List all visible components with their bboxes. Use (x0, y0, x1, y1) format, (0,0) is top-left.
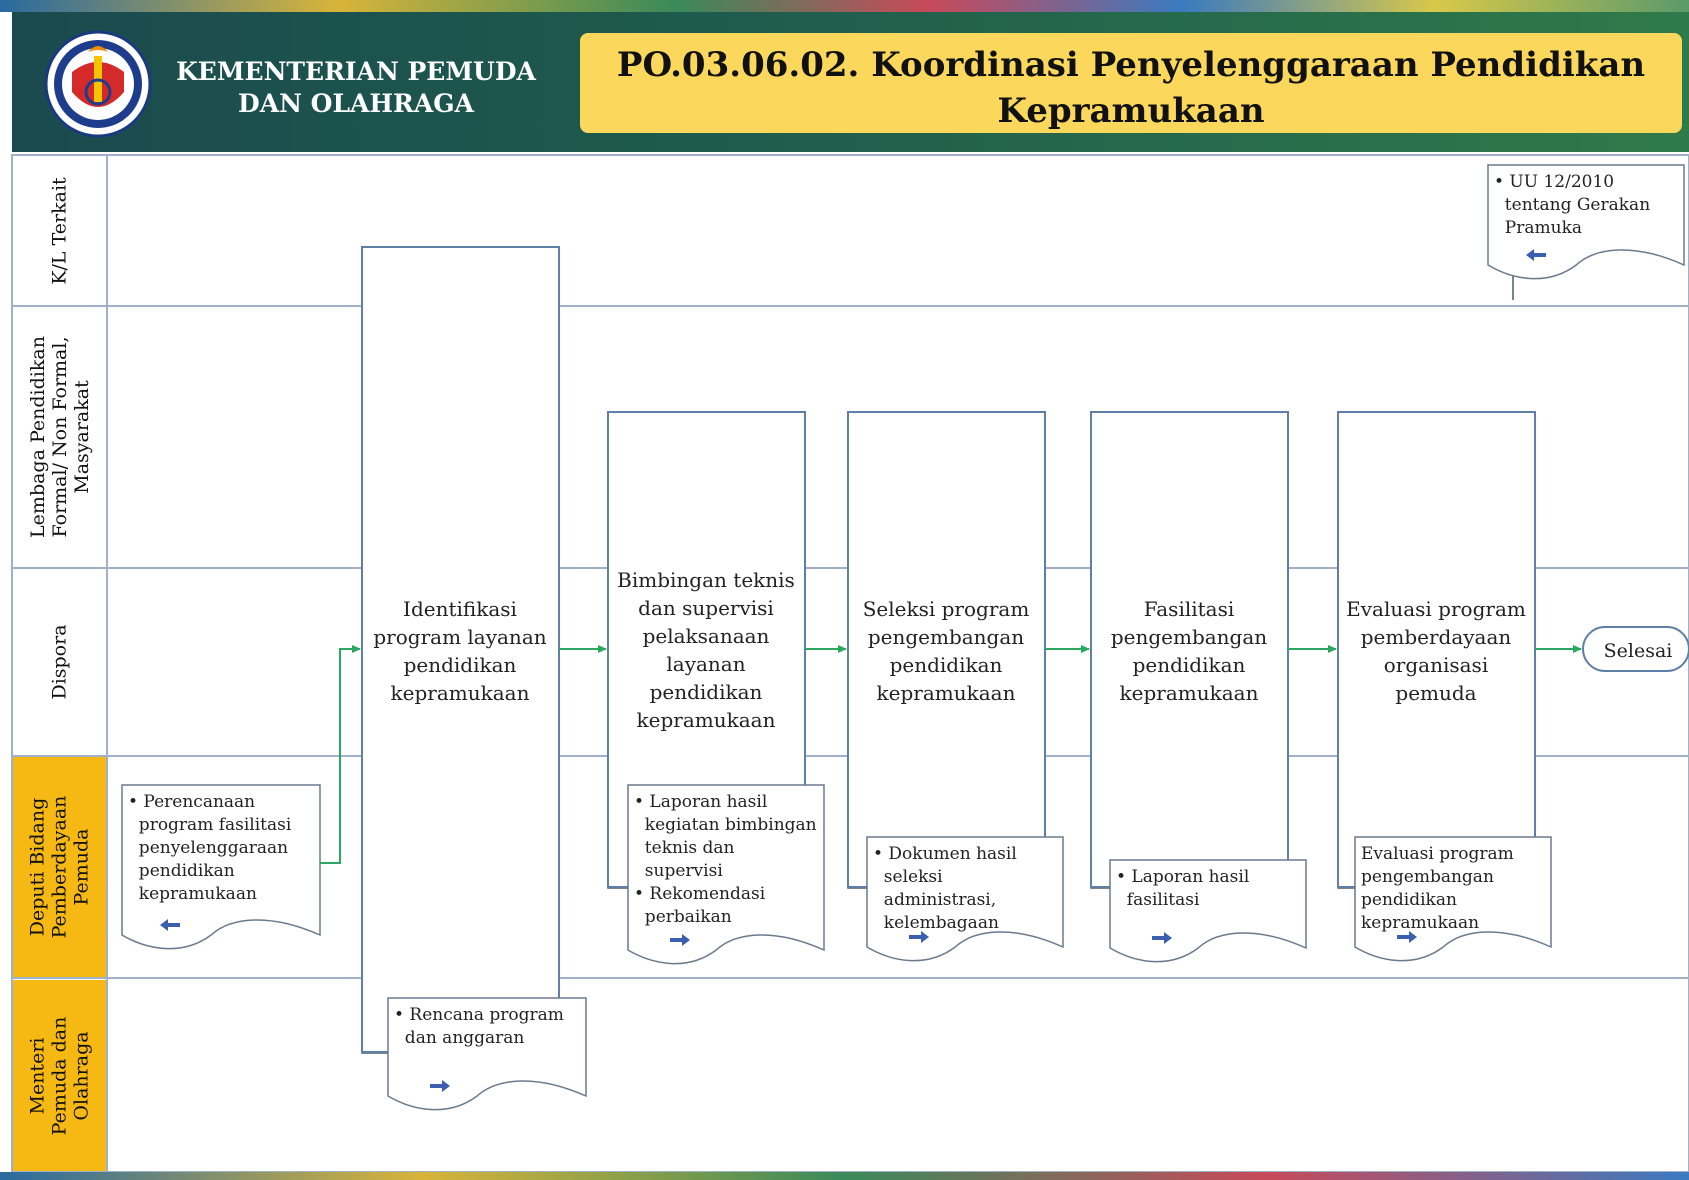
arrow-left-icon (1526, 249, 1546, 261)
title-line2: Kepramukaan (997, 91, 1265, 131)
process-1-line-4: pendidikan (650, 680, 763, 704)
ministry-name-line2: DAN OLAHRAGA (238, 89, 474, 118)
arrow-left-icon (160, 919, 180, 931)
process-fasilitasi (1090, 411, 1289, 888)
process-0-line-0: Identifikasi (403, 597, 517, 621)
process-2-line-2: pendidikan (890, 653, 1003, 677)
process-1-line-0: Bimbingan teknis (617, 568, 795, 592)
process-3-line-3: kepramukaan (1120, 681, 1259, 705)
process-2-line-0: Seleksi program (863, 597, 1030, 621)
process-0-line-3: kepramukaan (391, 681, 530, 705)
process-4-line-1: pemberdayaan (1361, 625, 1512, 649)
documents: • UU 12/2010 tentang Gerakan Pramuka • Pe… (121, 164, 1685, 1111)
process-4-line-3: pemuda (1395, 681, 1476, 705)
document-6: • Rencana program dan anggaran (387, 997, 587, 1111)
process-0-line-2: pendidikan (404, 653, 517, 677)
process-0-line-1: program layanan (373, 625, 546, 649)
process-labels: Identifikasi program layanan pendidikan kep… (373, 568, 1526, 732)
terminator-selesai: Selesai (1582, 626, 1689, 672)
document-text: • Laporan hasil kegiatan bimbingan tekni… (634, 792, 817, 927)
arrow-right-icon (1152, 932, 1172, 944)
document-shape (1354, 836, 1552, 962)
bottom-decorative-strip (0, 1172, 1689, 1180)
process-evaluasi (1337, 411, 1536, 888)
document-0: • UU 12/2010 tentang Gerakan Pramuka (1487, 164, 1685, 280)
document-shape (121, 784, 321, 950)
process-3-line-1: pengembangan (1111, 625, 1267, 649)
process-1-line-2: pelaksanaan (643, 624, 770, 648)
ministry-name-line1: KEMENTERIAN PEMUDA (176, 57, 536, 86)
document-text: • Laporan hasil fasilitasi (1116, 867, 1249, 910)
document-text: • Dokumen hasil seleksi administrasi, ke… (873, 844, 1017, 933)
document-shape (1487, 164, 1685, 280)
process-label-1: Bimbingan teknis dan supervisi pelaksanaan… (617, 568, 795, 732)
arrow-right-icon (670, 934, 690, 946)
process-3-line-2: pendidikan (1133, 653, 1246, 677)
top-decorative-strip (0, 0, 1689, 12)
lane-label-deputi: Deputi Bidang Pemberdayaan Pemuda (12, 757, 107, 977)
document-4: • Laporan hasil fasilitasi (1109, 859, 1307, 963)
document-3: • Dokumen hasil seleksi administrasi, ke… (866, 836, 1064, 962)
ministry-name: KEMENTERIAN PEMUDA DAN OLAHRAGA (166, 56, 546, 120)
process-4-line-2: organisasi (1384, 653, 1488, 677)
process-1-line-5: kepramukaan (637, 708, 776, 732)
document-1: • Perencanaan program fasilitasi penyele… (121, 784, 321, 950)
document-2: • Laporan hasil kegiatan bimbingan tekni… (627, 784, 825, 965)
process-seleksi (847, 411, 1046, 888)
document-shape (866, 836, 1064, 962)
arrow-right-icon (1397, 931, 1417, 943)
process-3-line-0: Fasilitasi (1144, 597, 1235, 621)
document-shape (387, 997, 587, 1111)
document-text: • Perencanaan program fasilitasi penyele… (128, 792, 292, 904)
document-shape (627, 784, 825, 965)
process-4-line-0: Evaluasi program (1346, 597, 1526, 621)
arrow-doc-to-identifikasi (320, 645, 361, 864)
process-label-3: Fasilitasi pengembangan pendidikan kepramuk… (1111, 597, 1267, 705)
arrow-right-icon (430, 1080, 450, 1092)
page-title: PO.03.06.02. Koordinasi Penyelenggaraan … (580, 42, 1682, 134)
process-2-line-1: pengembangan (868, 625, 1024, 649)
document-text: • UU 12/2010 tentang Gerakan Pramuka (1494, 172, 1650, 238)
flow-arrows (320, 645, 1582, 864)
ministry-logo (44, 30, 152, 138)
svg-text:Selesai: Selesai (1604, 640, 1673, 662)
title-box (580, 33, 1682, 133)
process-identifikasi (361, 246, 560, 1053)
process-2-line-3: kepramukaan (877, 681, 1016, 705)
process-1-line-1: dan supervisi (638, 596, 774, 620)
document-text: • Rencana program dan anggaran (394, 1005, 564, 1048)
arrow-right-icon (909, 931, 929, 943)
process-label-2: Seleksi program pengembangan pendidikan kep… (863, 597, 1030, 705)
process-label-0: Identifikasi program layanan pendidikan kep… (373, 597, 546, 705)
title-line1: PO.03.06.02. Koordinasi Penyelenggaraan … (616, 45, 1646, 85)
process-1-line-3: layanan (666, 652, 745, 676)
process-label-4: Evaluasi program pemberdayaan organisasi pe… (1346, 597, 1526, 705)
lane-label-menteri: Menteri Pemuda dan Olahraga (12, 980, 107, 1172)
